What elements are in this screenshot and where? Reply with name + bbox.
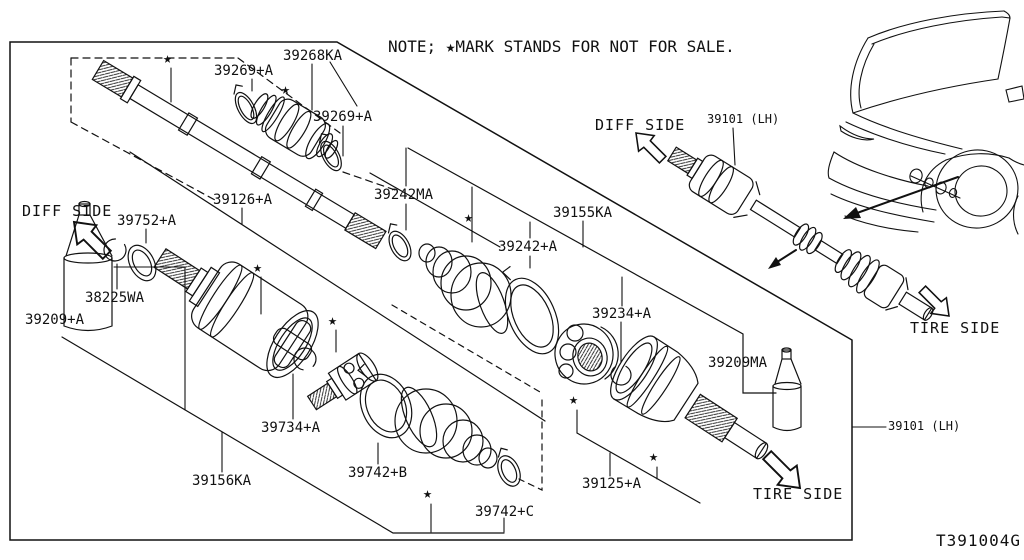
part-label-joint-tire: 39125+A: [582, 476, 642, 492]
tire-side-label-right: TIRE SIDE: [910, 319, 1001, 337]
ring-washer-part: [127, 244, 157, 282]
inner-boot-band-part: [357, 363, 413, 439]
part-label-band-damper-left: 39269+A: [214, 63, 274, 79]
part-label-joint-diff: 39156KA: [192, 473, 252, 489]
group-bracket-lines: [61, 147, 777, 534]
part-label-shaft-assy-top: 39101 (LH): [707, 112, 780, 126]
assembled-drive-shaft: [666, 146, 934, 321]
not-for-sale-star: ★: [163, 49, 173, 67]
car-illustration: [827, 10, 1024, 235]
part-label-grease-tire: 39209MA: [708, 355, 768, 371]
journal-part: [306, 352, 379, 411]
not-for-sale-star: ★: [281, 80, 291, 98]
leader-lines: [113, 61, 887, 533]
not-for-sale-star: ★: [649, 447, 659, 465]
inner-boot-part: [394, 386, 498, 469]
dashed-leader-lines: [391, 304, 543, 491]
part-label-snap-ring-diff: 38225WA: [85, 290, 145, 306]
part-label-clamp-small-outer: 39242MA: [374, 187, 434, 203]
part-label-band-damper-right: 39269+A: [313, 109, 373, 125]
not-for-sale-star: ★: [569, 390, 579, 408]
journal-snap-ring-part: [293, 347, 317, 371]
tire-side-label-inner: TIRE SIDE: [753, 485, 844, 503]
direction-arrow-small: [768, 249, 797, 269]
part-label-spider: 39234+A: [592, 306, 652, 322]
diff-side-arrow-left: [72, 220, 113, 261]
diff-side-label-right: DIFF SIDE: [595, 116, 686, 134]
diff-side-label-left: DIFF SIDE: [22, 202, 113, 220]
outer-joint-part: [610, 335, 769, 460]
diagram-border: [9, 41, 853, 541]
not-for-sale-star: ★: [423, 484, 433, 502]
not-for-sale-star: ★: [328, 311, 338, 329]
drawing-code: T391004G: [936, 531, 1022, 550]
diff-side-arrow-right: [635, 132, 668, 165]
snap-ring-diff-part: [103, 238, 127, 262]
part-label-shaft-assy-right: 39101 (LH): [888, 419, 961, 433]
damper-band-right-part: [318, 133, 342, 172]
part-label-boot-kit-outer: 39155KA: [553, 205, 613, 221]
outer-boot-band-part: [501, 266, 560, 355]
spider-part: [554, 323, 619, 385]
part-label-drive-shaft: 39126+A: [213, 192, 273, 208]
damper-band-left-part: [233, 84, 258, 125]
dashed-reference-outline: [70, 57, 396, 201]
part-label-journal: 39734+A: [261, 420, 321, 436]
outer-boot-clamp-small-part: [387, 223, 412, 262]
tire-side-arrow-inner: [761, 449, 802, 490]
not-for-sale-star: ★: [464, 208, 474, 226]
part-label-damper: 39268KA: [283, 48, 343, 64]
part-label-boot-inner: 39742+B: [348, 465, 408, 481]
part-label-ring-washer: 39752+A: [117, 213, 177, 229]
part-label-clamp-inner-small: 39742+C: [475, 504, 535, 520]
outer-boot-part: [418, 243, 512, 334]
grease-tube-tire-part: [772, 347, 802, 432]
car-locator-arrow: [843, 176, 959, 219]
part-label-grease-diff: 39209+A: [25, 312, 85, 328]
inner-boot-clamp-part: [497, 447, 521, 487]
tire-side-arrow-right: [917, 284, 950, 317]
drive-shaft-part: [91, 59, 387, 250]
part-label-clamp-large-outer: 39242+A: [498, 239, 558, 255]
inner-joint-housing-part: [153, 247, 319, 378]
not-for-sale-note: NOTE; ★MARK STANDS FOR NOT FOR SALE.: [388, 37, 735, 56]
not-for-sale-star: ★: [253, 258, 263, 276]
